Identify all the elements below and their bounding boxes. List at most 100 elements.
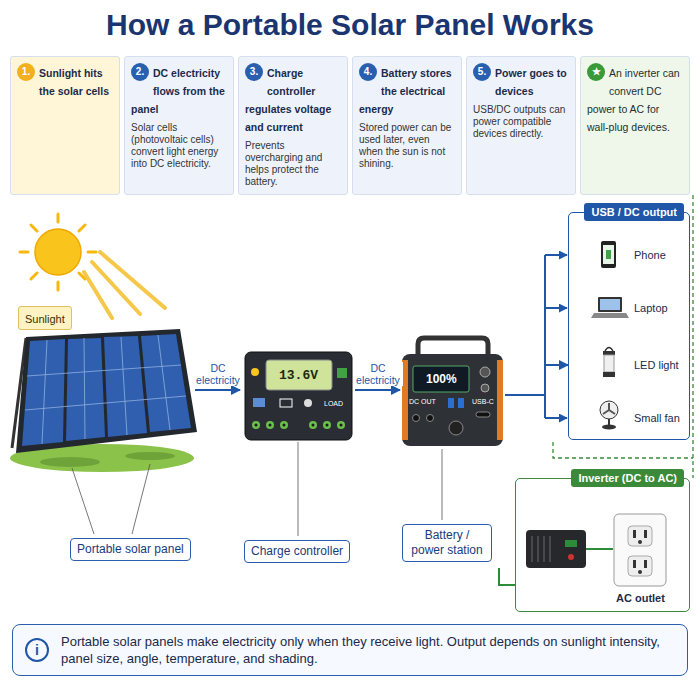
solar-panel-part bbox=[66, 338, 105, 441]
device-icons-part bbox=[601, 241, 616, 268]
connector-label: DC electricity bbox=[193, 362, 243, 386]
port-label: USB-C bbox=[472, 398, 494, 406]
output-panel: Inverter (DC to AC) bbox=[515, 478, 690, 612]
ac-outlet-drawing-part bbox=[644, 530, 647, 538]
sun-rays bbox=[84, 252, 165, 318]
outlet-label: AC outlet bbox=[616, 591, 665, 605]
ac-outlet-drawing-part bbox=[614, 514, 666, 586]
dashed-link bbox=[553, 195, 693, 478]
ac-outlet-drawing bbox=[614, 514, 666, 586]
sun-part bbox=[20, 214, 96, 290]
power-station-drawing-part bbox=[413, 366, 469, 392]
info-box: i Portable solar panels make electricity … bbox=[12, 624, 688, 676]
device-icons-part bbox=[598, 297, 622, 312]
ac-outlet-drawing-part bbox=[633, 530, 636, 538]
info-icon: i bbox=[25, 638, 49, 662]
flow-connector bbox=[505, 365, 568, 395]
charge-controller-drawing-part-part bbox=[337, 421, 345, 429]
charge-controller-drawing-part bbox=[266, 360, 332, 390]
step-card: 4.Battery stores the electrical energySt… bbox=[352, 56, 462, 195]
inverter-drawing bbox=[526, 530, 613, 568]
solar-panel-part bbox=[16, 329, 197, 453]
sun-part-part bbox=[31, 273, 37, 279]
leader-lines-part bbox=[72, 468, 94, 534]
charge-controller-drawing-part-part bbox=[326, 424, 329, 427]
caption-text: Portable solar panels make electricity o… bbox=[61, 633, 675, 667]
solar-panel-part-part bbox=[158, 335, 170, 430]
power-station-drawing-part bbox=[427, 415, 434, 422]
device-icons-part bbox=[591, 313, 629, 318]
sun-rays-part bbox=[92, 262, 140, 314]
step-card: 3.Charge controller regulates voltage an… bbox=[238, 56, 348, 195]
card-heading-row: 1.Sunlight hits the solar cells bbox=[17, 63, 113, 99]
charge-controller-drawing-part-part bbox=[309, 421, 317, 429]
step-number: 1. bbox=[17, 63, 35, 81]
device-label: Laptop bbox=[634, 301, 668, 315]
inverter-drawing-part-part bbox=[531, 536, 533, 562]
solar-panel-part bbox=[104, 336, 147, 437]
solar-panel-part bbox=[25, 335, 186, 444]
charge-controller-drawing-part-part bbox=[280, 421, 288, 429]
charge-controller-drawing-part bbox=[337, 368, 347, 378]
step-card: 1.Sunlight hits the solar cells bbox=[10, 56, 120, 195]
power-station-drawing-part bbox=[476, 412, 490, 417]
solar-panel-part-part bbox=[25, 396, 186, 410]
output-branch-arrows-part bbox=[545, 307, 567, 309]
dashed-link-part bbox=[692, 195, 693, 478]
sun-part-part bbox=[57, 282, 60, 290]
step-body: Stored power can be used later, even whe… bbox=[359, 122, 455, 170]
device-icons bbox=[591, 241, 629, 430]
ac-outlet-drawing-part bbox=[628, 556, 652, 576]
charge-controller-drawing-part-part bbox=[269, 424, 272, 427]
panel-header: Inverter (DC to AC) bbox=[571, 469, 684, 487]
port-label: LOAD bbox=[324, 400, 343, 408]
charge-controller-drawing-part-part bbox=[252, 421, 260, 429]
leader-lines-part bbox=[442, 449, 443, 520]
power-station-drawing-part bbox=[413, 415, 420, 422]
device-icons-part bbox=[604, 355, 614, 372]
charge-controller-drawing-part bbox=[304, 399, 312, 407]
card-heading-row: ★An inverter can convert DC power to AC … bbox=[587, 63, 683, 135]
flow-connector bbox=[355, 389, 400, 391]
charge-controller-drawing-part-part bbox=[283, 424, 286, 427]
step-card: ★An inverter can convert DC power to AC … bbox=[580, 56, 690, 195]
component-label: Battery / power station bbox=[402, 524, 492, 562]
ac-outlet-drawing-part bbox=[638, 570, 642, 574]
device-icons-part bbox=[603, 372, 615, 377]
solar-panel-part bbox=[141, 334, 191, 432]
solar-panel-part bbox=[125, 452, 175, 460]
component-label: Charge controller bbox=[244, 540, 350, 563]
inverter-drawing-part bbox=[526, 530, 586, 568]
step-number: 5. bbox=[473, 63, 491, 81]
inverter-drawing-part bbox=[565, 540, 577, 547]
flow-connector bbox=[499, 568, 515, 585]
ac-outlet-drawing-part bbox=[644, 560, 647, 568]
step-number: 2. bbox=[131, 63, 149, 81]
solar-panel-part-part bbox=[121, 337, 127, 435]
power-station-drawing-part bbox=[458, 398, 464, 408]
device-label: Small fan bbox=[634, 411, 680, 425]
charge-controller-drawing-part bbox=[245, 352, 352, 440]
output-branch-arrows-part bbox=[545, 254, 567, 256]
output-branch-arrows-part bbox=[545, 417, 567, 419]
step-heading: Power goes to devices bbox=[495, 67, 567, 97]
power-station-drawing-part bbox=[480, 367, 490, 377]
charge-controller-drawing-part bbox=[251, 368, 259, 376]
power-station-drawing-part bbox=[448, 398, 454, 408]
charge-controller-drawing-part bbox=[255, 424, 343, 427]
charge-controller-drawing-part-part bbox=[323, 421, 331, 429]
card-heading-row: 4.Battery stores the electrical energy bbox=[359, 63, 455, 117]
ac-outlet-drawing-part bbox=[628, 526, 652, 546]
step-heading: Sunlight hits the solar cells bbox=[39, 67, 109, 97]
inverter-drawing-part-part bbox=[549, 536, 551, 562]
device-icons-part bbox=[605, 348, 613, 352]
leader-lines-part bbox=[298, 442, 299, 536]
power-station-drawing bbox=[402, 338, 503, 446]
step-card: 5.Power goes to devicesUSB/DC outputs ca… bbox=[466, 56, 576, 195]
solar-panel-part-part bbox=[42, 340, 47, 444]
leader-lines-part bbox=[132, 464, 150, 534]
sun-part-part bbox=[57, 214, 60, 222]
sun-part-part bbox=[88, 251, 96, 254]
display-reading: 13.6V bbox=[279, 368, 318, 383]
